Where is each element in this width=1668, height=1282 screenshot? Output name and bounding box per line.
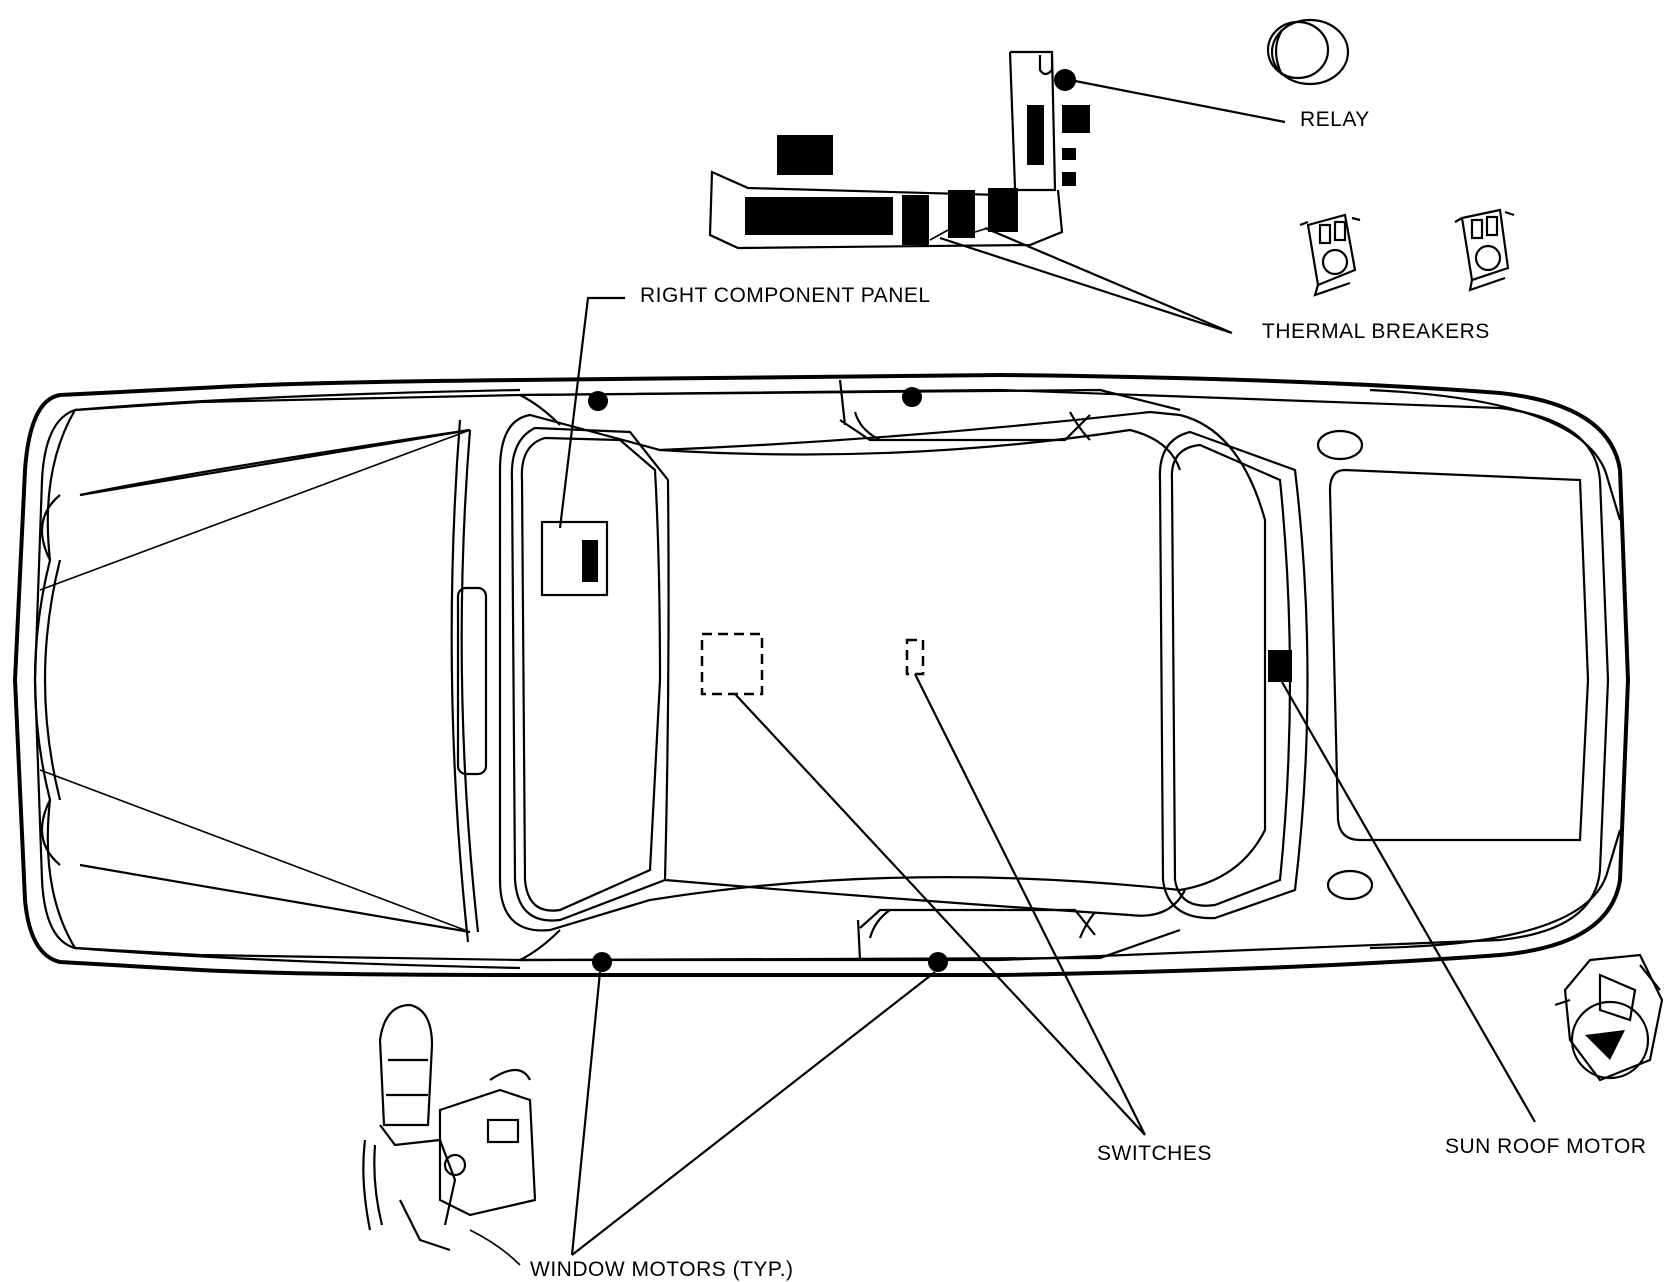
window-motor-dot-front-bottom — [592, 952, 612, 972]
car-body — [12, 372, 1631, 977]
thermal-breaker-illustration-2 — [1454, 208, 1515, 292]
window-motor-dot-front-top — [588, 391, 608, 411]
switch-marker-large — [700, 632, 764, 696]
window-motor-illustration — [362, 1003, 537, 1266]
sun-roof-motor-label: SUN ROOF MOTOR — [1445, 1135, 1647, 1158]
leader-lines — [558, 78, 1536, 1256]
relay-illustration — [1266, 18, 1350, 86]
window-motor-dot-rear-top — [902, 387, 922, 407]
right-component-panel-box — [540, 520, 609, 597]
thermal-breaker-illustration-1 — [1299, 213, 1361, 297]
thermal-breakers-label: THERMAL BREAKERS — [1262, 320, 1490, 343]
right-component-panel-label: RIGHT COMPONENT PANEL — [640, 284, 931, 307]
window-motors-label: WINDOW MOTORS (TYP.) — [530, 1258, 794, 1281]
switches-label: SWITCHES — [1097, 1142, 1212, 1165]
sun-roof-motor-marker — [1268, 650, 1292, 682]
relay-label: RELAY — [1300, 108, 1370, 131]
sun-roof-motor-illustration — [1554, 953, 1664, 1082]
switch-marker-small — [905, 638, 925, 676]
window-motor-dot-rear-bottom — [928, 952, 948, 972]
component-panel-detail — [708, 50, 1090, 250]
